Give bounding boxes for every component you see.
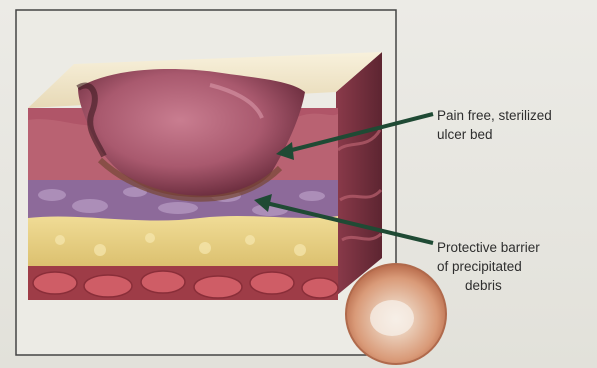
ulcer-bed-label-line-1: Pain free, sterilized <box>437 106 597 125</box>
ulcer-bed-label-line-2: ulcer bed <box>437 125 597 144</box>
barrier-label-line-2: of precipitated <box>437 257 597 276</box>
barrier-label-line-3: debris <box>437 276 597 295</box>
barrier-label: Protective barrier of precipitated debri… <box>437 238 597 295</box>
tissue-side-face <box>336 52 382 296</box>
barrier-label-line-1: Protective barrier <box>437 238 597 257</box>
ulcer-bed-label: Pain free, sterilized ulcer bed <box>437 106 597 144</box>
fat-layer <box>28 216 338 273</box>
